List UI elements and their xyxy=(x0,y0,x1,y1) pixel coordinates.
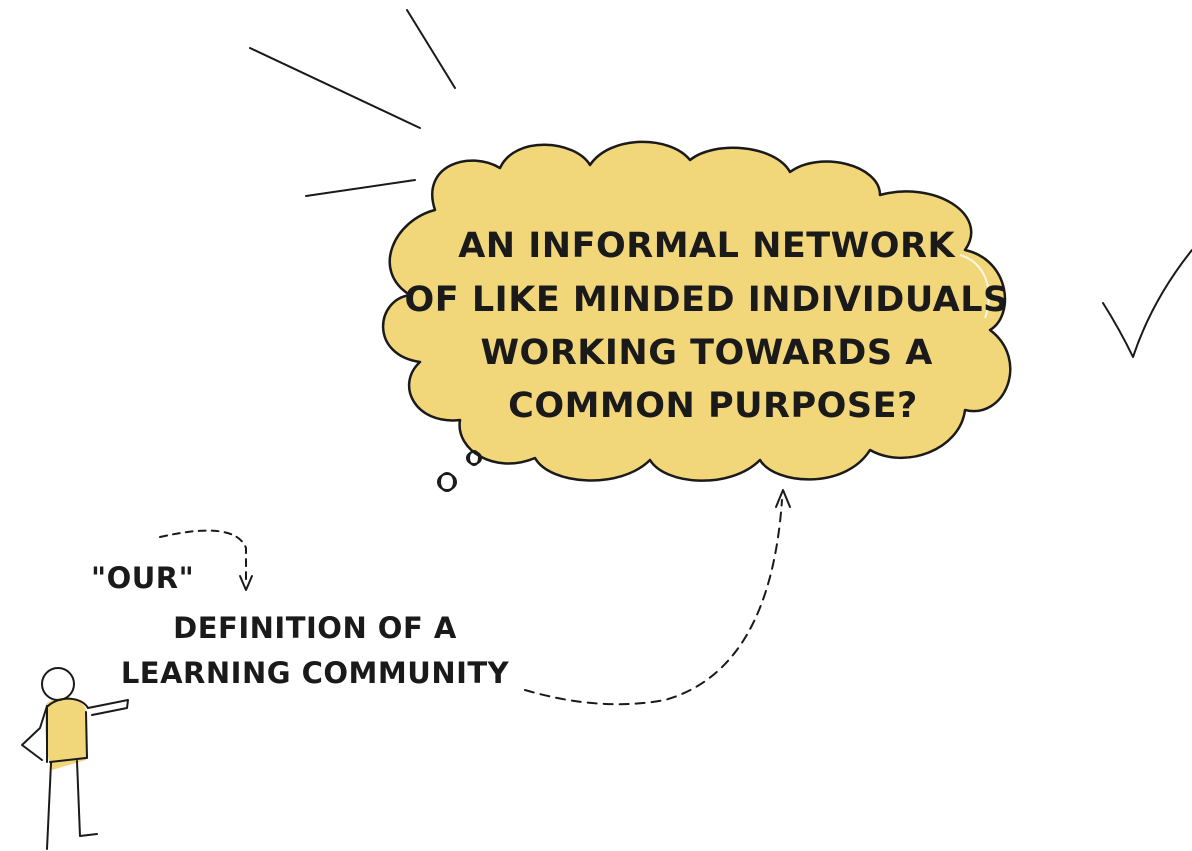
burst-lines-icon xyxy=(249,9,456,197)
cloud-highlight-stroke xyxy=(959,254,990,319)
caption-line-2: LEARNING COMMUNITY xyxy=(121,656,510,690)
stick-figure-icon xyxy=(21,667,129,850)
cloud-line-1: AN INFORMAL NETWORK xyxy=(458,226,956,266)
our-pointer-arrow xyxy=(159,529,253,591)
caption-line-1: DEFINITION OF A xyxy=(173,611,457,645)
checkmark-icon xyxy=(1102,249,1192,358)
figure-torso-fill xyxy=(45,697,86,770)
our-quote: "OUR" xyxy=(91,561,194,595)
cloud-text: AN INFORMAL NETWORK OF LIKE MINDED INDIV… xyxy=(405,226,1022,426)
thought-bubble: AN INFORMAL NETWORK OF LIKE MINDED INDIV… xyxy=(381,140,1022,482)
cloud-line-3: WORKING TOWARDS A xyxy=(480,333,932,373)
cloud-line-2: OF LIKE MINDED INDIVIDUALS xyxy=(405,280,1009,320)
caption-to-cloud-arrow xyxy=(524,489,791,706)
cloud-line-4: COMMON PURPOSE? xyxy=(508,386,918,426)
thought-bubble-dots-icon xyxy=(437,450,482,492)
thought-cloud-shape xyxy=(381,140,1012,482)
